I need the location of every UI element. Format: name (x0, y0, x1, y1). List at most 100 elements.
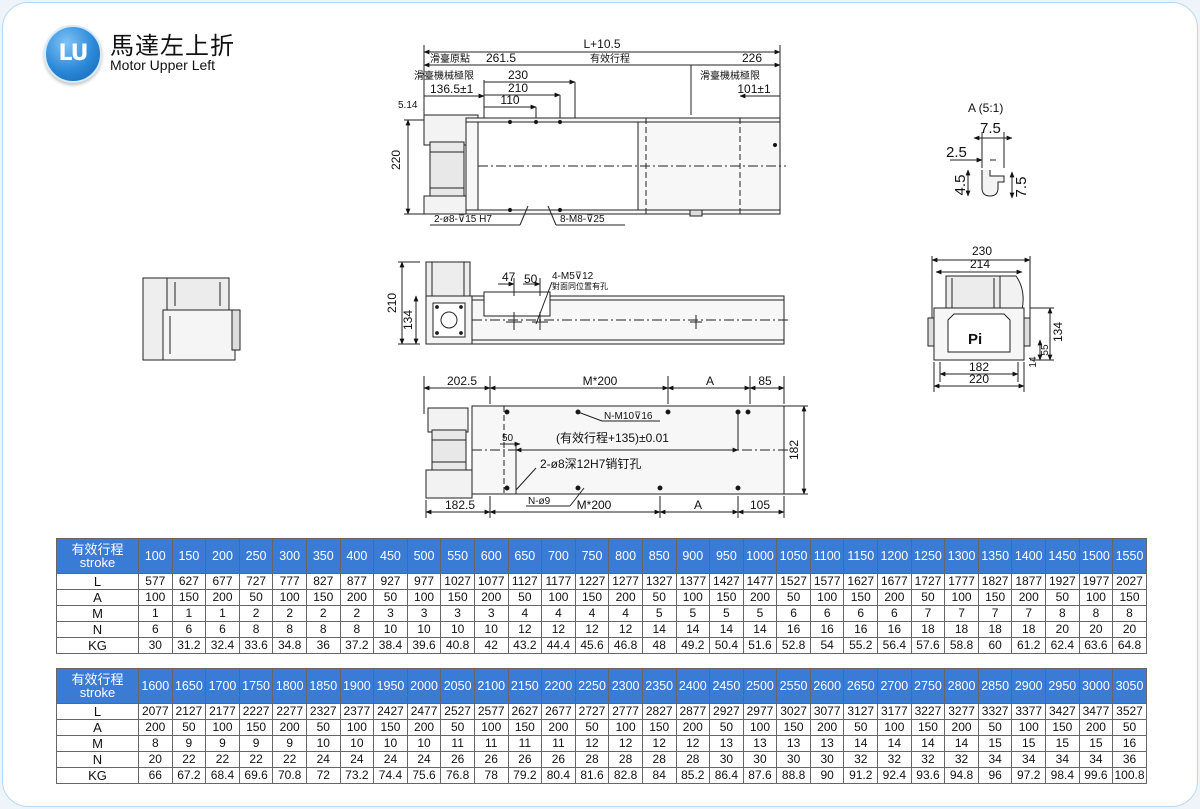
page-title: 馬達左上折 (110, 32, 235, 60)
table-cell: 200 (675, 719, 711, 736)
table-cell: 2227 (238, 703, 274, 720)
table-cell: 677 (205, 573, 240, 590)
dim-total: L+10.5 (583, 37, 620, 51)
table-cell: 2727 (574, 703, 610, 720)
table-cell: 5 (709, 605, 744, 622)
table-cell: 2477 (406, 703, 442, 720)
bottom-callout-pin: 2-ø8深12H7销钉孔 (540, 457, 641, 471)
table-cell: 20 (1045, 621, 1080, 638)
dim-height: 220 (389, 150, 403, 170)
bottom-d-50: 50 (502, 433, 514, 444)
table-cell: 2877 (675, 703, 711, 720)
table-cell: 577 (138, 573, 173, 590)
table-cell: 26 (541, 751, 576, 768)
table-cell: 32 (944, 751, 979, 768)
table-cell: 52.8 (776, 637, 811, 654)
front-d-210: 210 (385, 293, 399, 313)
table-cell: 14 (742, 621, 778, 638)
table-cell: 11 (440, 735, 475, 752)
table-cell: 10 (373, 735, 408, 752)
table-cell: 10 (406, 735, 442, 752)
table-cell: 13 (709, 735, 744, 752)
table-cell: 76.8 (440, 767, 475, 784)
table-cell: 200 (1078, 719, 1114, 736)
table-cell: 6 (776, 605, 811, 622)
stroke-cell: 1600 (138, 668, 173, 704)
table-cell: 3 (440, 605, 475, 622)
table-cell: 150 (910, 719, 946, 736)
stroke-cell: 2500 (742, 668, 778, 704)
detail-a (950, 132, 1015, 199)
table-cell: 3477 (1078, 703, 1114, 720)
table-cell: 3527 (1112, 703, 1147, 720)
table-cell: 12 (608, 735, 643, 752)
table-cell: 36 (305, 637, 341, 654)
table-cell: 12 (675, 735, 711, 752)
row-label: KG (56, 637, 139, 654)
table-cell: 42 (473, 637, 509, 654)
table-cell: 150 (641, 719, 677, 736)
table-cell: 22 (238, 751, 274, 768)
table-cell: 50 (440, 719, 475, 736)
detail-a-25: 2.5 (946, 144, 967, 161)
table-cell: 1677 (877, 573, 912, 590)
table-cell: 28 (574, 751, 610, 768)
row-label: N (56, 751, 139, 768)
table-cell: 99.6 (1078, 767, 1114, 784)
stroke-cell: 2550 (776, 668, 811, 704)
table-cell: 50 (843, 719, 879, 736)
table-cell: 12 (507, 621, 543, 638)
end-d-230: 230 (972, 244, 992, 258)
table-cell: 50 (305, 719, 341, 736)
stroke-cell: 950 (709, 538, 744, 574)
table-cell: 5 (742, 605, 778, 622)
table-cell: 26 (507, 751, 543, 768)
table-cell: 14 (709, 621, 744, 638)
stroke-label-en: stroke (79, 555, 116, 570)
table-cell: 1027 (440, 573, 475, 590)
table-cell: 38.4 (373, 637, 408, 654)
row-label: A (56, 719, 139, 736)
table-cell: 37.2 (339, 637, 375, 654)
table-cell: 150 (238, 719, 274, 736)
table-cell: 100 (742, 719, 778, 736)
end-d-134: 134 (1051, 322, 1065, 342)
table-cell: 66 (138, 767, 173, 784)
detail-a-labels: A (5:1) 7.5 2.5 4.5 7.5 (946, 101, 1030, 197)
stroke-cell: 100 (138, 538, 173, 574)
table-cell: 11 (473, 735, 509, 752)
table-cell: 67.2 (171, 767, 207, 784)
table-cell: 8 (339, 621, 375, 638)
table-cell: 12 (608, 621, 643, 638)
bottom-view-labels: 202.5 M*200 A 85 N-M10⊽16 (有效行程+135)±0.0… (445, 374, 801, 512)
table-cell: 2777 (608, 703, 643, 720)
table-cell: 58.8 (944, 637, 979, 654)
table-cell: 30 (809, 751, 845, 768)
stroke-cell: 650 (507, 538, 543, 574)
table-cell: 1377 (675, 573, 711, 590)
table-cell: 2277 (272, 703, 307, 720)
bottom-d-105: 105 (750, 498, 770, 512)
stroke-label-en: stroke (79, 685, 116, 700)
table-cell: 56.4 (877, 637, 912, 654)
stroke-cell: 700 (541, 538, 576, 574)
table-cell: 2627 (507, 703, 543, 720)
table-cell: 100 (473, 719, 509, 736)
table-cell: 12 (641, 735, 677, 752)
left-motor-view (142, 277, 241, 361)
table-cell: 57.6 (910, 637, 946, 654)
stroke-cell: 1550 (1112, 538, 1147, 574)
table-cell: 34 (1045, 751, 1080, 768)
stroke-cell: 1950 (373, 668, 408, 704)
table-cell: 61.2 (1011, 637, 1047, 654)
table-cell: 8 (1045, 605, 1080, 622)
table-cell: 200 (742, 589, 778, 606)
table-cell: 93.6 (910, 767, 946, 784)
end-d-55: 55 (1040, 344, 1051, 356)
table-cell: 100 (675, 589, 711, 606)
